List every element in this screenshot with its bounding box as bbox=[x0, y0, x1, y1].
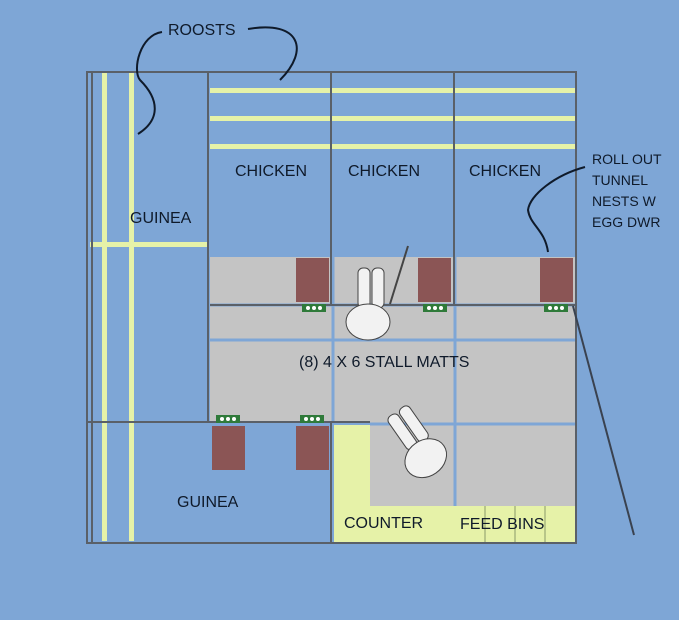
room-guinea-bottom: GUINEA bbox=[177, 494, 239, 511]
nest-box bbox=[212, 426, 245, 470]
room-chicken-3: CHICKEN bbox=[469, 163, 541, 180]
stall-mats-area bbox=[210, 257, 576, 506]
guinea-roosts bbox=[90, 73, 208, 541]
nests-label-2: TUNNEL bbox=[592, 172, 648, 188]
nests-label-4: EGG DWR bbox=[592, 214, 660, 230]
room-stall-mats: (8) 4 X 6 STALL MATTS bbox=[299, 354, 469, 371]
egg-tray bbox=[544, 304, 568, 312]
egg-trays bbox=[216, 304, 568, 423]
room-guinea-top: GUINEA bbox=[130, 210, 192, 227]
counter bbox=[334, 425, 456, 542]
room-feed-bins: FEED BINS bbox=[460, 516, 544, 533]
nests-label-1: ROLL OUT bbox=[592, 151, 662, 167]
egg-tray bbox=[302, 304, 326, 312]
roosts-arrows bbox=[136, 26, 298, 135]
room-chicken-1: CHICKEN bbox=[235, 163, 307, 180]
nest-box bbox=[296, 426, 329, 470]
feed-bins bbox=[455, 506, 576, 542]
nest-boxes bbox=[212, 258, 573, 470]
nest-box bbox=[540, 258, 573, 302]
egg-tray bbox=[300, 415, 324, 423]
roosts-label: ROOSTS bbox=[168, 22, 236, 39]
egg-tray bbox=[216, 415, 240, 423]
egg-tray bbox=[423, 304, 447, 312]
room-counter: COUNTER bbox=[344, 515, 423, 532]
nests-arrow bbox=[526, 166, 586, 253]
nests-label-3: NESTS W bbox=[592, 193, 657, 209]
chicken-roosts bbox=[210, 88, 576, 149]
nest-box bbox=[296, 258, 329, 302]
nest-slide-line bbox=[572, 305, 635, 536]
room-chicken-2: CHICKEN bbox=[348, 163, 420, 180]
nest-box bbox=[418, 258, 451, 302]
cart-icon bbox=[387, 405, 448, 479]
cart-icon bbox=[345, 245, 409, 341]
